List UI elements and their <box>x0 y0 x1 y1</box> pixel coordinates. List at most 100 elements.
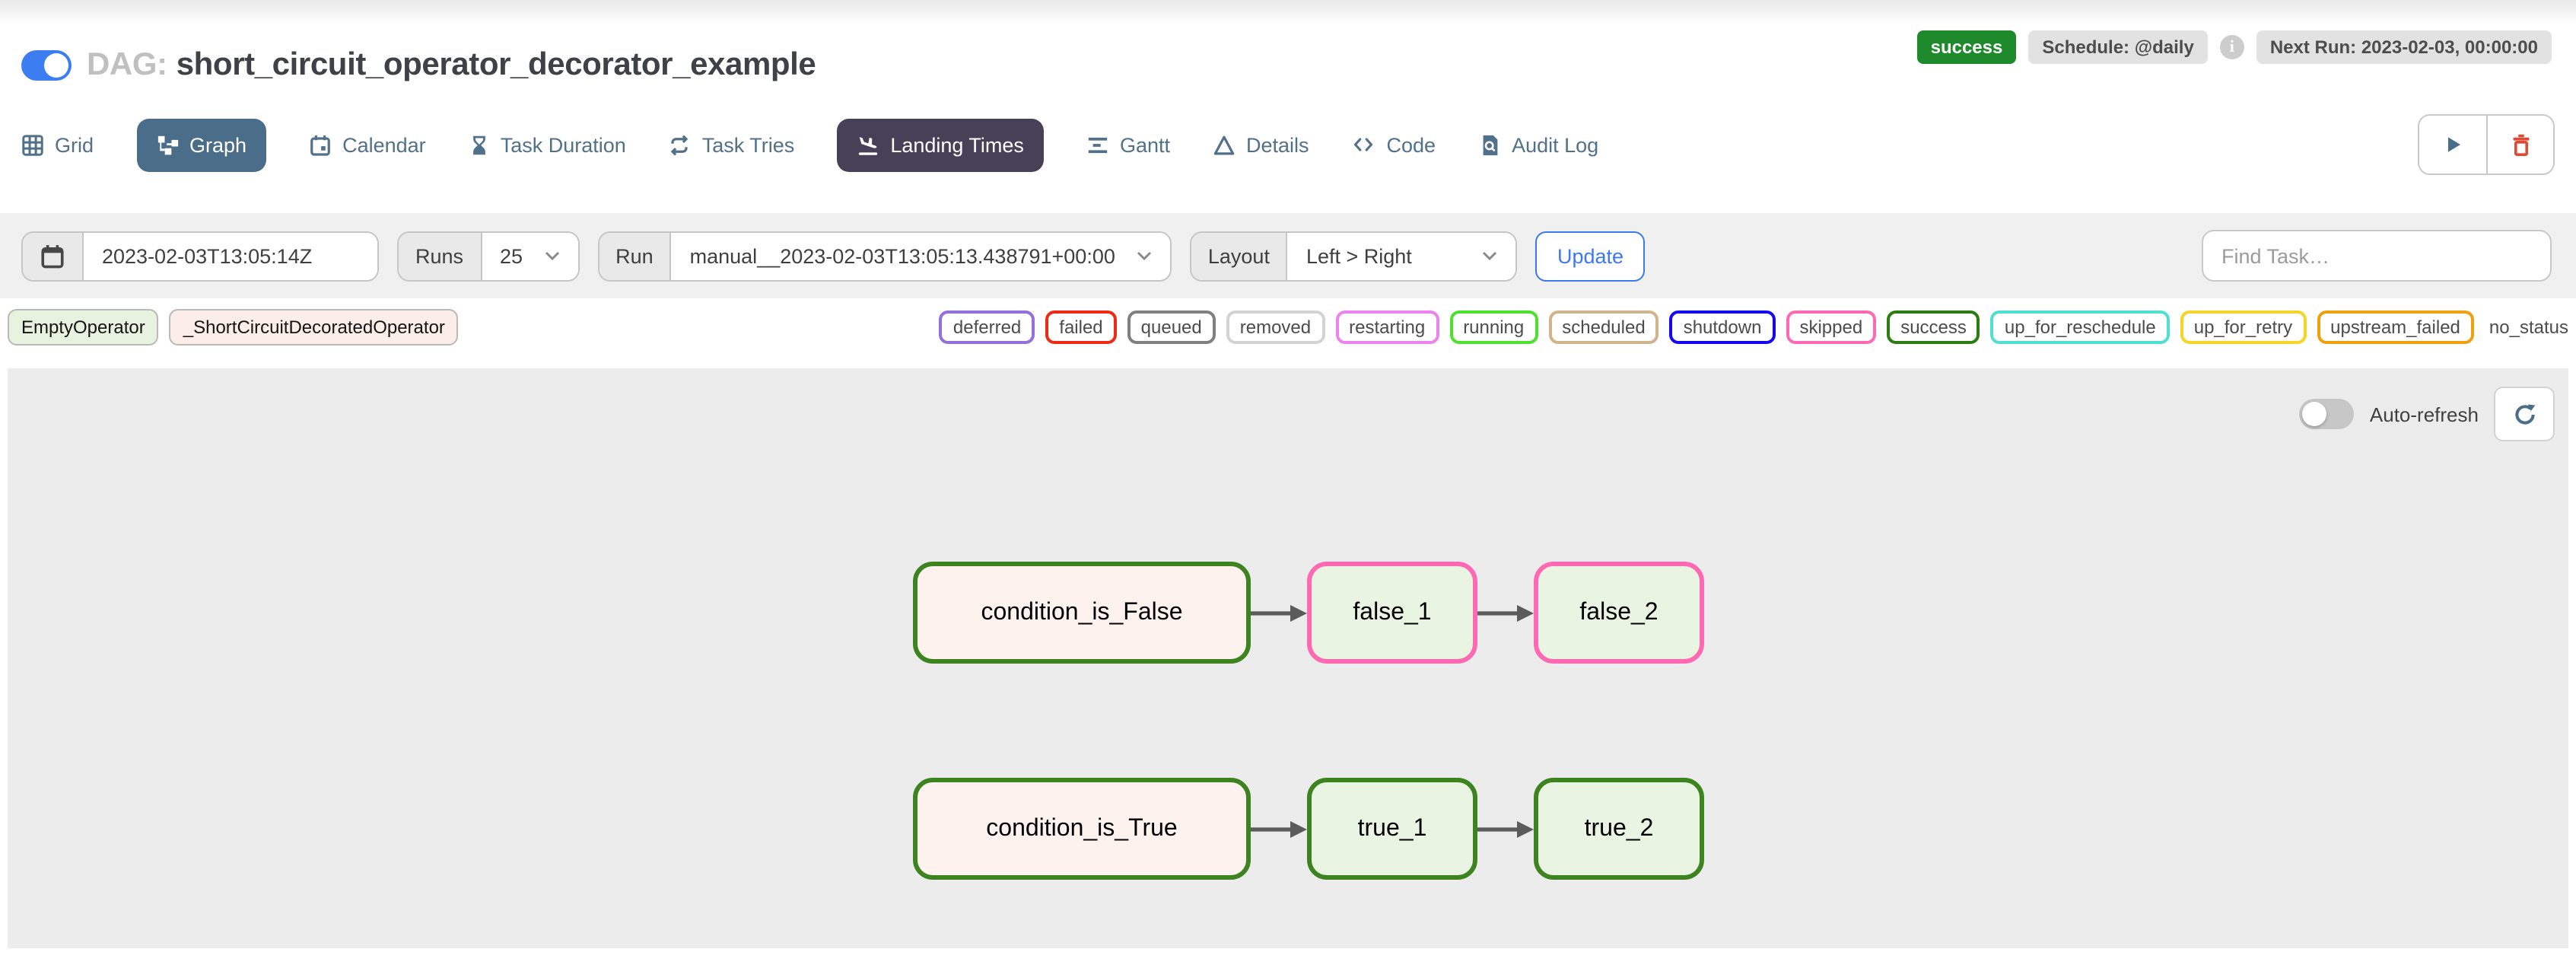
status-badge[interactable]: upstream_failed <box>2317 310 2474 344</box>
base-date-group <box>21 231 379 281</box>
tab-label: Details <box>1246 133 1309 156</box>
auto-refresh-label: Auto-refresh <box>2369 403 2479 425</box>
status-badge[interactable]: up_for_retry <box>2180 310 2307 344</box>
tab-label: Gantt <box>1119 133 1170 156</box>
calendar-icon <box>310 134 330 155</box>
status-badge[interactable]: skipped <box>1786 310 1877 344</box>
status-badge[interactable]: up_for_reschedule <box>1990 310 2170 344</box>
runs-group: Runs 25 <box>397 231 580 281</box>
header-badges: success Schedule: @daily i Next Run: 202… <box>1916 30 2552 64</box>
dag-name: short_circuit_operator_decorator_example <box>176 47 816 82</box>
status-badge[interactable]: shutdown <box>1669 310 1776 344</box>
tab-label: Task Duration <box>500 133 626 156</box>
refresh-button[interactable] <box>2494 387 2555 441</box>
trigger-dag-button[interactable] <box>2419 116 2486 174</box>
layout-label: Layout <box>1191 232 1288 279</box>
find-task-input[interactable] <box>2202 230 2552 282</box>
edge-arrow <box>1477 820 1534 837</box>
run-value: manual__2023-02-03T13:05:13.438791+00:00 <box>689 244 1115 267</box>
layout-value: Left > Right <box>1305 244 1412 267</box>
top-gradient <box>0 0 2576 24</box>
dag-label: DAG: <box>87 47 167 82</box>
dag-state-badge[interactable]: success <box>1916 30 2017 64</box>
status-badge[interactable]: restarting <box>1335 310 1439 344</box>
update-button[interactable]: Update <box>1535 231 1646 281</box>
task-node[interactable]: condition_is_True <box>913 778 1251 880</box>
status-badge[interactable]: running <box>1449 310 1538 344</box>
tab-grid[interactable]: Grid <box>21 133 94 156</box>
graph-icon <box>157 135 178 154</box>
task-node[interactable]: true_1 <box>1307 778 1477 880</box>
refresh-icon <box>2514 403 2535 424</box>
edge-arrow <box>1251 604 1307 621</box>
canvas-controls: Auto-refresh <box>2299 387 2555 441</box>
page-title: DAG: short_circuit_operator_decorator_exa… <box>87 47 816 84</box>
audit-log-icon <box>1482 134 1497 155</box>
schedule-badge[interactable]: Schedule: @daily <box>2028 30 2208 64</box>
code-icon <box>1354 138 1373 151</box>
graph-row: condition_is_True true_1 true_2 <box>913 778 1704 880</box>
dag-action-buttons <box>2418 114 2555 175</box>
chevron-down-icon <box>545 251 559 260</box>
tab-landing-times[interactable]: Landing Times <box>837 118 1044 171</box>
runs-select[interactable]: 25 <box>482 232 578 279</box>
status-badge[interactable]: success <box>1887 310 1980 344</box>
triangle-icon <box>1213 135 1235 154</box>
tab-label: Landing Times <box>890 133 1024 156</box>
chevron-down-icon <box>1483 251 1498 260</box>
gantt-icon <box>1088 136 1108 153</box>
tab-details[interactable]: Details <box>1213 133 1309 156</box>
graph-row: condition_is_False false_1 false_2 <box>913 562 1704 664</box>
view-tabs: Grid Graph Calendar Task Duration <box>0 113 2576 177</box>
tab-label: Calendar <box>342 133 426 156</box>
base-date-addon <box>23 232 84 279</box>
task-node[interactable]: false_2 <box>1534 562 1704 664</box>
runs-value: 25 <box>500 244 523 267</box>
run-select[interactable]: manual__2023-02-03T13:05:13.438791+00:00 <box>671 232 1170 279</box>
task-node[interactable]: true_2 <box>1534 778 1704 880</box>
status-badge[interactable]: failed <box>1045 310 1117 344</box>
plane-landing-icon <box>859 136 878 154</box>
repeat-icon <box>671 134 689 155</box>
delete-dag-button[interactable] <box>2486 116 2553 174</box>
info-icon[interactable]: i <box>2219 35 2244 59</box>
graph-canvas[interactable]: Auto-refresh condition_is_False false_1 <box>8 368 2568 948</box>
dag-graph: condition_is_False false_1 false_2 condi… <box>913 562 1704 880</box>
tab-graph[interactable]: Graph <box>136 118 267 171</box>
tab-gantt[interactable]: Gantt <box>1086 133 1170 156</box>
tab-label: Grid <box>55 133 94 156</box>
tab-audit-log[interactable]: Audit Log <box>1478 133 1598 156</box>
status-badge[interactable]: queued <box>1127 310 1216 344</box>
tab-label: Graph <box>189 133 247 156</box>
runs-label: Runs <box>399 232 482 279</box>
base-date-input[interactable] <box>84 232 377 279</box>
tab-task-tries[interactable]: Task Tries <box>669 133 794 156</box>
next-run-badge: Next Run: 2023-02-03, 00:00:00 <box>2256 30 2552 64</box>
layout-select[interactable]: Left > Right <box>1287 232 1516 279</box>
tab-task-duration[interactable]: Task Duration <box>469 133 626 156</box>
dag-pause-toggle[interactable] <box>21 50 72 81</box>
legend-row: EmptyOperator _ShortCircuitDecoratedOper… <box>0 309 2576 345</box>
run-group: Run manual__2023-02-03T13:05:13.438791+0… <box>597 231 1172 281</box>
toggle-knob <box>2302 402 2327 426</box>
status-badge[interactable]: deferred <box>939 310 1035 344</box>
tab-label: Code <box>1386 133 1436 156</box>
task-node[interactable]: false_1 <box>1307 562 1477 664</box>
status-badge[interactable]: scheduled <box>1548 310 1659 344</box>
trash-icon <box>2512 134 2529 156</box>
no-status-label: no_status <box>2489 317 2568 338</box>
tab-calendar[interactable]: Calendar <box>309 133 426 156</box>
dag-header: DAG: short_circuit_operator_decorator_exa… <box>0 24 2576 97</box>
layout-group: Layout Left > Right <box>1189 231 1518 281</box>
operator-legend-badge: _ShortCircuitDecoratedOperator <box>169 309 459 345</box>
tab-code[interactable]: Code <box>1352 133 1436 156</box>
status-legend: deferred failed queued removed restartin… <box>939 310 2568 344</box>
task-node[interactable]: condition_is_False <box>913 562 1251 664</box>
edge-arrow <box>1477 604 1534 621</box>
grid-icon <box>22 134 43 155</box>
hourglass-icon <box>472 135 485 154</box>
calendar-icon <box>41 244 64 268</box>
auto-refresh-toggle[interactable] <box>2299 399 2355 429</box>
status-badge[interactable]: removed <box>1226 310 1325 344</box>
